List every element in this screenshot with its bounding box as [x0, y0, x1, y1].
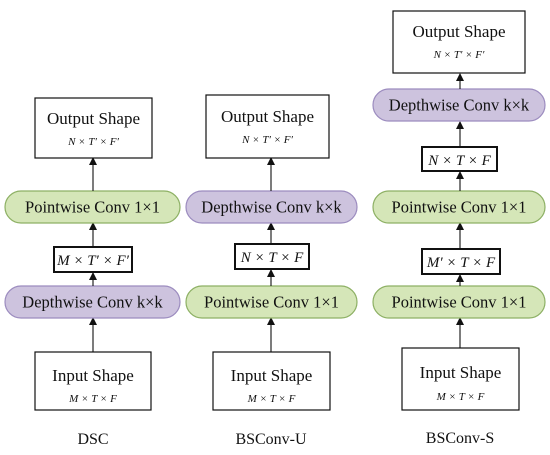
column-bsconv-s: Input Shape M × T × F Pointwise Conv 1×1… [372, 10, 546, 447]
pointwise-conv-node-upper [372, 190, 546, 224]
depthwise-conv-label: Depthwise Conv k×k [201, 198, 342, 217]
pointwise-conv-label: Pointwise Conv 1×1 [392, 198, 527, 217]
pointwise-conv-label: Pointwise Conv 1×1 [392, 293, 527, 312]
input-shape-formula: M × T × F [247, 393, 296, 405]
column-label: BSConv-U [235, 431, 307, 448]
input-shape-box [401, 347, 520, 411]
output-shape-box [205, 94, 330, 159]
depthwise-conv-label: Depthwise Conv k×k [389, 96, 530, 115]
top-shape-formula: N × T × F [427, 153, 491, 169]
depthwise-conv-label: Depthwise Conv k×k [22, 293, 163, 312]
intermediate-shape-box [234, 243, 310, 270]
intermediate-shape-box [53, 246, 133, 273]
output-shape-title: Output Shape [221, 107, 314, 126]
input-shape-title: Input Shape [231, 366, 313, 385]
column-bsconv-u: Input Shape M × T × F Pointwise Conv 1×1… [185, 94, 358, 448]
intermediate-shape-formula: M′ × T × F [426, 255, 496, 271]
output-shape-formula: N × T′ × F′ [433, 49, 485, 61]
output-shape-box [34, 97, 153, 159]
intermediate-shape-formula: M × T′ × F′ [56, 253, 130, 269]
output-shape-box [392, 10, 526, 74]
output-shape-formula: N × T′ × F′ [67, 136, 119, 148]
pointwise-conv-label: Pointwise Conv 1×1 [204, 293, 339, 312]
input-shape-box [34, 351, 152, 411]
input-shape-box [212, 351, 331, 411]
output-shape-formula: N × T′ × F′ [241, 134, 293, 146]
depthwise-conv-node [372, 88, 546, 122]
output-shape-title: Output Shape [412, 22, 505, 41]
intermediate-shape-formula: N × T × F [240, 250, 304, 266]
output-shape-title: Output Shape [47, 109, 140, 128]
column-label: DSC [77, 431, 108, 448]
input-shape-title: Input Shape [52, 366, 134, 385]
column-label: BSConv-S [426, 430, 494, 447]
input-shape-formula: M × T × F [436, 391, 485, 403]
intermediate-shape-box [421, 248, 501, 275]
column-dsc: Input Shape M × T × F Depthwise Conv k×k… [4, 97, 181, 448]
pointwise-conv-node-lower [372, 285, 546, 319]
input-shape-title: Input Shape [420, 363, 502, 382]
pointwise-conv-label: Pointwise Conv 1×1 [25, 198, 160, 217]
input-shape-formula: M × T × F [68, 393, 117, 405]
